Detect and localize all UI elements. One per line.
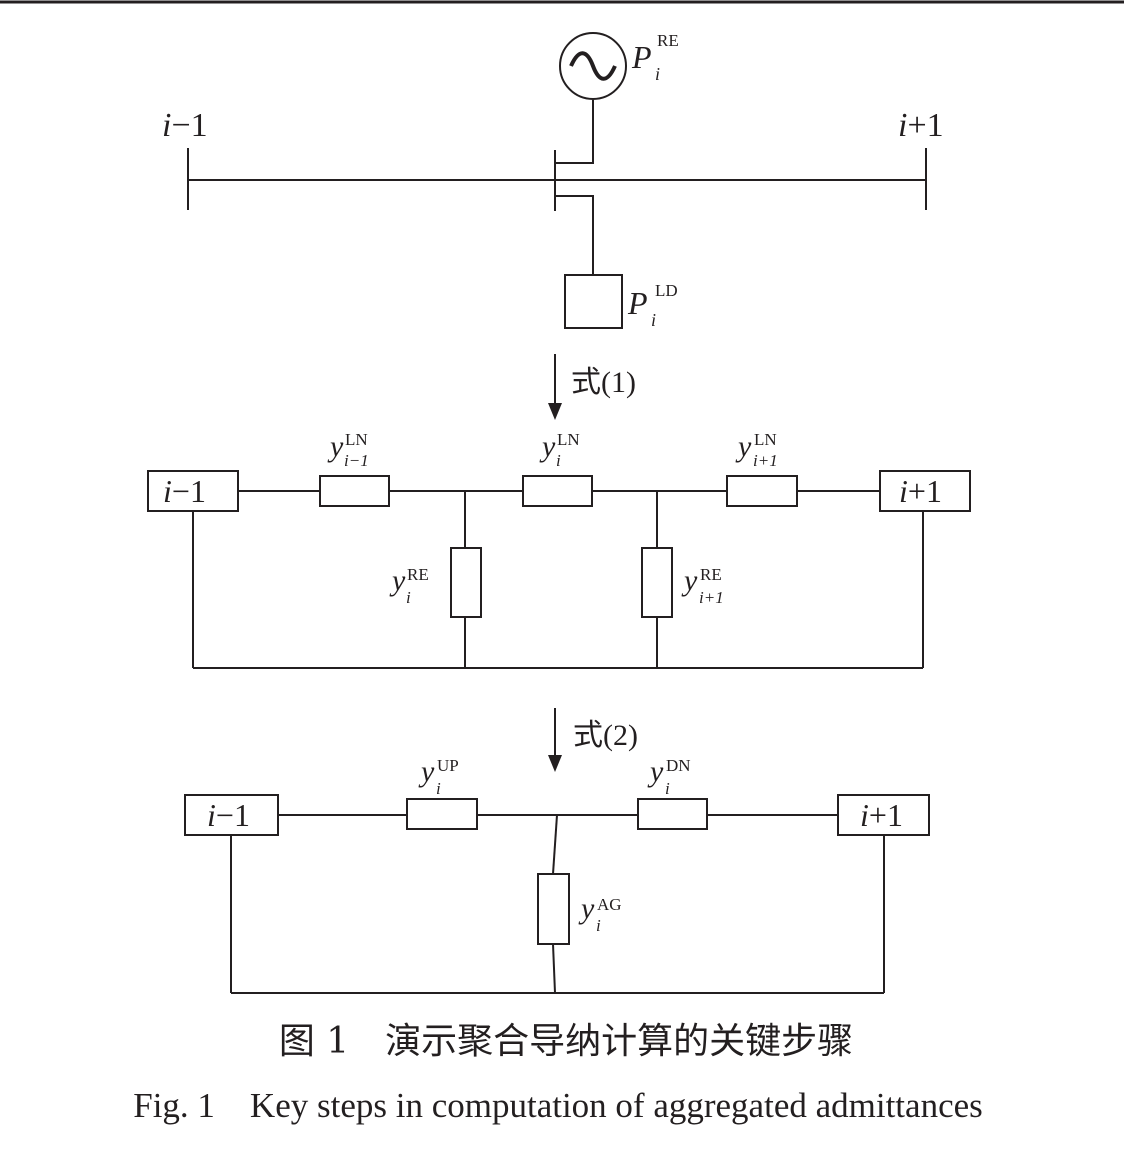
mid-node-left-box [147, 470, 239, 512]
mid-node-right-box [879, 470, 971, 512]
re-admittance-next [641, 547, 673, 618]
bot-node-right-box [837, 794, 930, 836]
up-admittance [406, 798, 478, 830]
line-admittance-prev [319, 475, 390, 507]
step1-label: 式(1) [571, 366, 636, 399]
load-box [564, 274, 623, 329]
caption-chinese: 图 1 演示聚合导纳计算的关键步骤 [279, 1021, 853, 1062]
dn-admittance [637, 798, 708, 830]
load-branch [555, 195, 594, 275]
step2-label: 式(2) [573, 719, 638, 752]
load-power-label: P LD i [627, 267, 686, 330]
bot-node-left-box [184, 794, 279, 836]
mid-node-left-label: i−1 [163, 473, 206, 509]
aggregated-network: i−1 i+1 y UP i y DN i y AG i [184, 745, 930, 994]
y-ag-label: y AG i [578, 884, 629, 935]
line-admittance-next [726, 475, 798, 507]
y-re-label: y RE i [389, 554, 436, 607]
top-node-left-label: i−1 [162, 107, 208, 144]
step1-arrow: 式(1) [548, 354, 636, 420]
y-dn-label: y DN i [647, 745, 698, 798]
bus-diagram: i−1 i+1 P RE i P LD i [162, 17, 944, 330]
y-re-next-label: y RE i+1 [681, 554, 729, 607]
re-admittance-i [450, 547, 482, 618]
y-ln-prev-label: y LN i−1 [327, 419, 375, 470]
bot-node-left-label: i−1 [207, 797, 250, 833]
generator-branch [555, 100, 594, 164]
expanded-network: i−1 i+1 y LN i−1 y LN i y LN i+1 y RE [147, 419, 971, 669]
y-ln-next-label: y LN i+1 [735, 419, 784, 470]
sine-wave-icon [569, 51, 617, 81]
ag-admittance [537, 873, 570, 945]
y-ln-label: y LN i [539, 419, 587, 470]
step2-arrow: 式(2) [548, 708, 638, 772]
mid-node-right-label: i+1 [899, 473, 942, 509]
bot-node-right-label: i+1 [860, 797, 903, 833]
line-admittance-i [522, 475, 593, 507]
caption-english: Fig. 1 Key steps in computation of aggre… [133, 1086, 983, 1125]
gen-power-label: P RE i [631, 17, 687, 84]
top-node-right-label: i+1 [898, 107, 944, 144]
y-up-label: y UP i [418, 745, 466, 798]
